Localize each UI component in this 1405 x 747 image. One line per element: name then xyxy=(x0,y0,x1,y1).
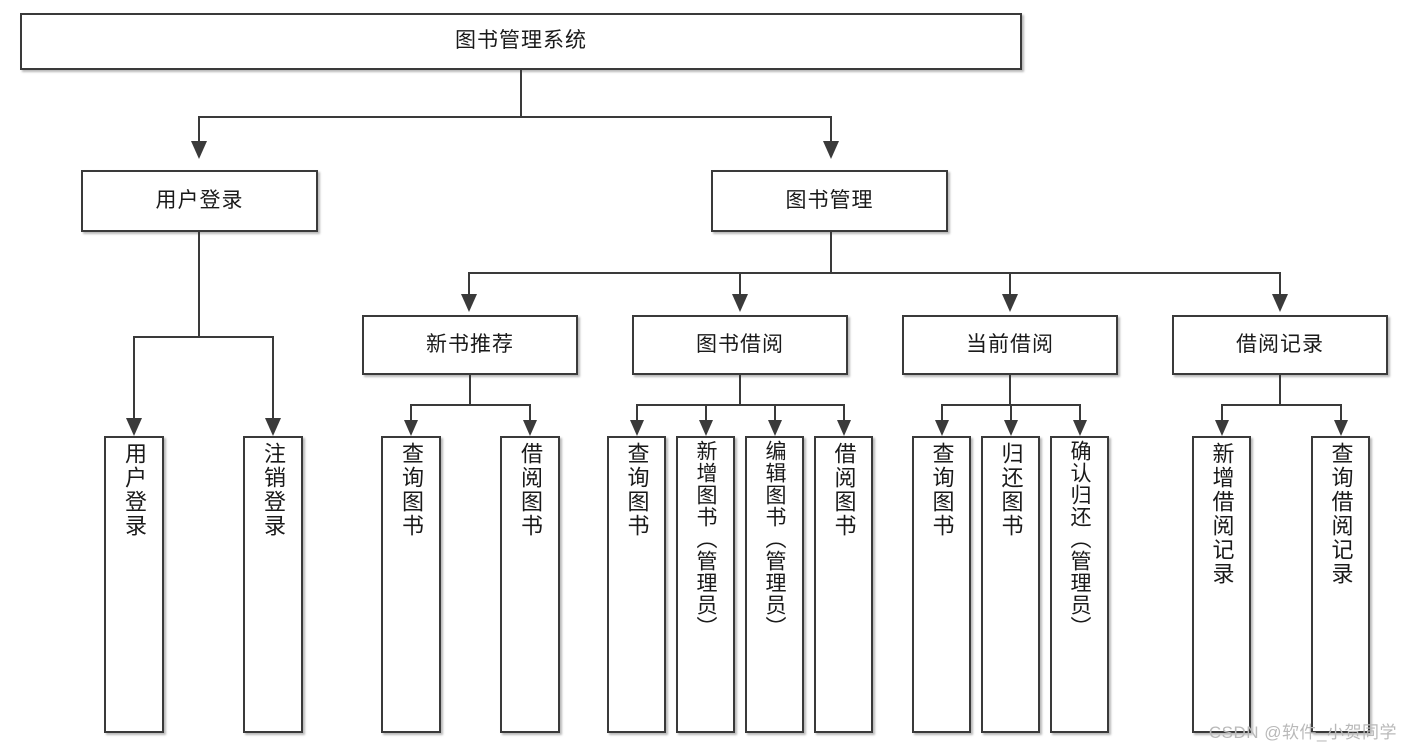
node-root-system[interactable]: 图书管理系统 xyxy=(20,13,1022,70)
connector-book-borrow-stem xyxy=(739,375,741,404)
node-label: 查询图书 xyxy=(929,442,955,538)
connector-level2-bus xyxy=(198,116,832,118)
node-label: 归还图书 xyxy=(998,442,1024,538)
connector-book-borrow-arm-1 xyxy=(636,404,638,422)
leaf-query-book-current[interactable]: 查询图书 xyxy=(912,436,971,733)
connector-user-login-bus xyxy=(133,336,274,338)
connector-new-book-bus xyxy=(410,404,529,406)
connector-borrow-records-stem xyxy=(1279,375,1281,404)
leaf-add-book-admin[interactable]: 新增图书（管理员） xyxy=(676,436,735,733)
connector-level3-arm-4 xyxy=(1279,272,1281,298)
connector-current-borrow-arm-2 xyxy=(1010,404,1012,422)
arrowhead-leaf-query-record xyxy=(1334,420,1348,436)
connector-new-book-arm-1 xyxy=(410,404,412,422)
leaf-query-book-borrow[interactable]: 查询图书 xyxy=(607,436,666,733)
node-label: 用户登录 xyxy=(122,442,147,538)
node-label: 借阅图书 xyxy=(831,442,857,538)
connector-borrow-records-arm-2 xyxy=(1340,404,1342,422)
leaf-borrow-book-new[interactable]: 借阅图书 xyxy=(500,436,560,733)
node-label: 图书借阅 xyxy=(696,332,784,356)
connector-user-login-stem xyxy=(198,232,200,336)
connector-current-borrow-stem xyxy=(1009,375,1011,404)
arrowhead-leaf-borrow-book-b xyxy=(837,420,851,436)
node-label: 确认归还（管理员） xyxy=(1068,440,1091,638)
leaf-query-book-new[interactable]: 查询图书 xyxy=(381,436,441,733)
arrowhead-leaf-borrow-book-a xyxy=(523,420,537,436)
node-label: 新增借阅记录 xyxy=(1209,442,1235,586)
arrowhead-book-management xyxy=(823,141,839,159)
arrowhead-leaf-query-book-a xyxy=(404,420,418,436)
connector-book-borrow-arm-4 xyxy=(843,404,845,422)
connector-book-borrow-bus xyxy=(636,404,843,406)
leaf-return-book[interactable]: 归还图书 xyxy=(981,436,1040,733)
node-label: 借阅图书 xyxy=(518,442,543,538)
node-user-login[interactable]: 用户登录 xyxy=(81,170,318,232)
connector-book-management-stem xyxy=(830,232,832,272)
node-label: 当前借阅 xyxy=(966,332,1054,356)
node-label: 用户登录 xyxy=(155,188,244,212)
connector-level2-arm-right xyxy=(830,116,832,145)
node-label: 查询借阅记录 xyxy=(1328,442,1354,586)
leaf-borrow-book[interactable]: 借阅图书 xyxy=(814,436,873,733)
arrowhead-new-book-recommend xyxy=(461,294,477,312)
node-label: 新书推荐 xyxy=(426,332,514,356)
connector-current-borrow-arm-3 xyxy=(1079,404,1081,422)
node-label: 图书管理系统 xyxy=(455,29,587,53)
node-label: 新增图书（管理员） xyxy=(694,440,717,638)
leaf-confirm-return-admin[interactable]: 确认归还（管理员） xyxy=(1050,436,1109,733)
leaf-logout[interactable]: 注销登录 xyxy=(243,436,303,733)
leaf-edit-book-admin[interactable]: 编辑图书（管理员） xyxy=(745,436,804,733)
node-label: 注销登录 xyxy=(261,442,286,538)
connector-current-borrow-arm-1 xyxy=(941,404,943,422)
node-borrow-records[interactable]: 借阅记录 xyxy=(1172,315,1388,375)
leaf-query-borrow-record[interactable]: 查询借阅记录 xyxy=(1311,436,1370,733)
node-book-borrow[interactable]: 图书借阅 xyxy=(632,315,848,375)
connector-book-borrow-arm-3 xyxy=(774,404,776,422)
arrowhead-book-borrow xyxy=(732,294,748,312)
connector-borrow-records-bus xyxy=(1221,404,1340,406)
arrowhead-leaf-add-record xyxy=(1215,420,1229,436)
node-current-borrow[interactable]: 当前借阅 xyxy=(902,315,1118,375)
leaf-add-borrow-record[interactable]: 新增借阅记录 xyxy=(1192,436,1251,733)
arrowhead-leaf-query-book-b xyxy=(630,420,644,436)
node-new-book-recommend[interactable]: 新书推荐 xyxy=(362,315,578,375)
connector-new-book-stem xyxy=(469,375,471,404)
arrowhead-leaf-return-book xyxy=(1004,420,1018,436)
arrowhead-leaf-confirm-return xyxy=(1073,420,1087,436)
node-label: 借阅记录 xyxy=(1236,332,1324,356)
arrowhead-user-login xyxy=(191,141,207,159)
node-book-management[interactable]: 图书管理 xyxy=(711,170,948,232)
connector-user-login-arm-1 xyxy=(133,336,135,420)
node-label: 编辑图书（管理员） xyxy=(763,440,786,638)
connector-new-book-arm-2 xyxy=(529,404,531,422)
connector-level3-arm-2 xyxy=(739,272,741,298)
csdn-watermark: CSDN @软件_小贺同学 xyxy=(1208,723,1397,742)
connector-root-stem xyxy=(520,70,522,116)
connector-user-login-arm-2 xyxy=(272,336,274,420)
connector-level3-arm-1 xyxy=(468,272,470,298)
leaf-user-login[interactable]: 用户登录 xyxy=(104,436,164,733)
connector-level3-bus xyxy=(468,272,1280,274)
arrowhead-current-borrow xyxy=(1002,294,1018,312)
connector-level2-arm-left xyxy=(198,116,200,145)
arrowhead-leaf-query-book-c xyxy=(935,420,949,436)
arrowhead-leaf-edit-book xyxy=(768,420,782,436)
node-label: 图书管理 xyxy=(785,188,874,212)
connector-borrow-records-arm-1 xyxy=(1221,404,1223,422)
node-label: 查询图书 xyxy=(624,442,650,538)
arrowhead-leaf-user-login xyxy=(126,418,142,436)
arrowhead-leaf-add-book xyxy=(699,420,713,436)
arrowhead-borrow-records xyxy=(1272,294,1288,312)
arrowhead-leaf-logout xyxy=(265,418,281,436)
connector-level3-arm-3 xyxy=(1009,272,1011,298)
connector-book-borrow-arm-2 xyxy=(705,404,707,422)
node-label: 查询图书 xyxy=(399,442,424,538)
